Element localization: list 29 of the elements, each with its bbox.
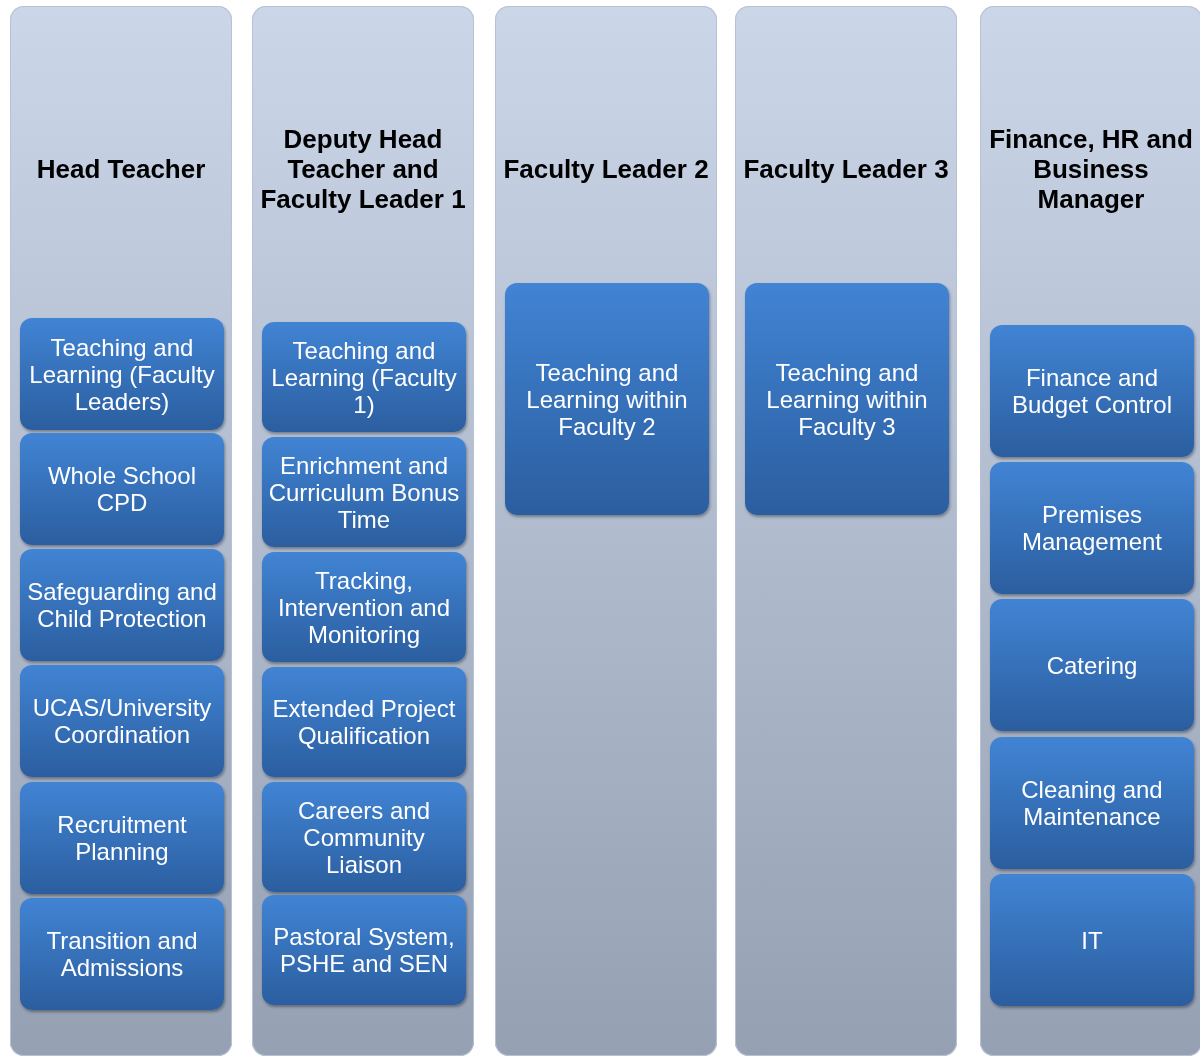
duty-box: Teaching and Learning (Faculty 1) bbox=[262, 322, 466, 432]
column-heading: Finance, HR and Business Manager bbox=[988, 124, 1194, 214]
duty-box: Whole School CPD bbox=[20, 433, 224, 545]
duty-box: Teaching and Learning within Faculty 2 bbox=[505, 283, 709, 515]
column-heading: Faculty Leader 2 bbox=[503, 154, 709, 184]
duty-box: Tracking, Intervention and Monitoring bbox=[262, 552, 466, 662]
column-heading: Faculty Leader 3 bbox=[743, 154, 949, 184]
column-panel bbox=[980, 6, 1200, 1056]
duty-box: Transition and Admissions bbox=[20, 898, 224, 1010]
column-panel bbox=[735, 6, 957, 1056]
column-heading: Deputy Head Teacher and Faculty Leader 1 bbox=[259, 124, 467, 214]
duty-box: Extended Project Qualification bbox=[262, 667, 466, 777]
duty-box: Careers and Community Liaison bbox=[262, 782, 466, 892]
duty-box: Cleaning and Maintenance bbox=[990, 737, 1194, 869]
duty-box: IT bbox=[990, 874, 1194, 1006]
duty-box: Enrichment and Curriculum Bonus Time bbox=[262, 437, 466, 547]
duty-box: Catering bbox=[990, 599, 1194, 731]
column-heading: Head Teacher bbox=[36, 154, 206, 184]
duty-box: Premises Management bbox=[990, 462, 1194, 594]
duty-box: UCAS/University Coordination bbox=[20, 665, 224, 777]
column-panel bbox=[252, 6, 474, 1056]
duty-box: Pastoral System, PSHE and SEN bbox=[262, 895, 466, 1005]
column-panel bbox=[10, 6, 232, 1056]
duty-box: Finance and Budget Control bbox=[990, 325, 1194, 457]
duty-box: Teaching and Learning within Faculty 3 bbox=[745, 283, 949, 515]
column-panel bbox=[495, 6, 717, 1056]
duty-box: Safeguarding and Child Protection bbox=[20, 549, 224, 661]
duty-box: Teaching and Learning (Faculty Leaders) bbox=[20, 318, 224, 430]
duty-box: Recruitment Planning bbox=[20, 782, 224, 894]
